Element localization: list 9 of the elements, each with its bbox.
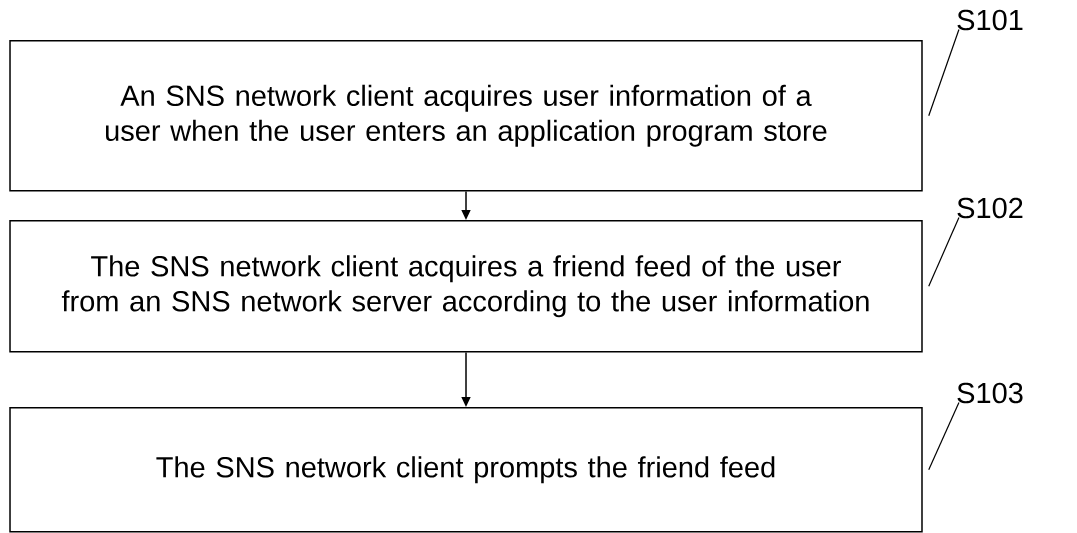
process-box: An SNS network client acquires user information of a user when the user enters an application program store bbox=[9, 40, 923, 192]
step-label: S103 bbox=[957, 382, 1023, 404]
leader-line bbox=[928, 28, 960, 117]
leader-line bbox=[928, 216, 960, 287]
leader-line bbox=[928, 401, 960, 471]
process-box: The SNS network client acquires a friend feed of the user from an SNS network server according to the user information bbox=[9, 220, 923, 353]
step-label: S101 bbox=[957, 9, 1023, 31]
process-box: The SNS network client prompts the friend feed bbox=[9, 407, 923, 533]
step-label: S102 bbox=[957, 197, 1023, 219]
